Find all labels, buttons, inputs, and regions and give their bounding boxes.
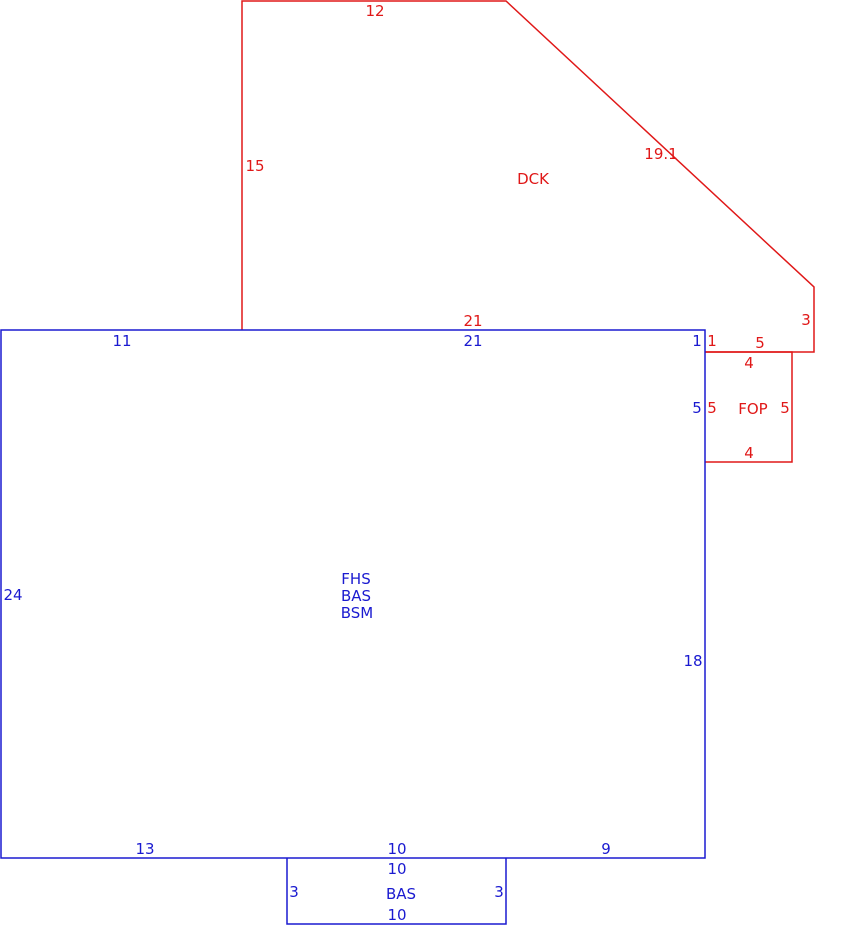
main-dim-left: 24 [3, 586, 22, 604]
porch-outline [705, 351, 793, 463]
main-dim-top-right: 21 [463, 332, 482, 350]
deck-area-code: DCK [517, 170, 550, 188]
main-dim-right: 18 [683, 652, 702, 670]
deck-dim-left: 15 [245, 157, 264, 175]
main-dim-bottom-mid: 10 [387, 840, 406, 858]
main-structure-outline [0, 329, 706, 859]
deck-dim-top: 12 [365, 2, 384, 20]
porch-dim-left: 5 [707, 399, 717, 417]
bump-dim-bottom: 10 [387, 906, 406, 924]
porch-dim-top: 4 [744, 354, 754, 372]
bump-dim-left: 3 [289, 883, 299, 901]
bump-dim-top: 10 [387, 860, 406, 878]
deck-dim-diagonal: 19.1 [644, 145, 677, 163]
main-area-code-2: BAS [341, 587, 371, 605]
deck-dim-right: 3 [801, 311, 811, 329]
deck-dim-step: 5 [755, 334, 765, 352]
bump-area-code: BAS [386, 885, 416, 903]
main-dim-right-short: 1 [692, 332, 702, 350]
main-dim-bottom-left: 13 [135, 840, 154, 858]
porch-area-code: FOP [738, 400, 767, 418]
main-dim-right-porch: 5 [692, 399, 702, 417]
bump-out-outline [286, 858, 507, 925]
bump-dim-right: 3 [494, 883, 504, 901]
main-area-code-3: BSM [341, 604, 374, 622]
deck-dim-short: 1 [707, 332, 717, 350]
main-area-code-1: FHS [341, 570, 370, 588]
porch-dim-bottom: 4 [744, 444, 754, 462]
deck-outline [241, 0, 815, 353]
main-dim-top-left: 11 [112, 332, 131, 350]
main-dim-bottom-right: 9 [601, 840, 611, 858]
porch-dim-right: 5 [780, 399, 790, 417]
deck-dim-bottom: 21 [463, 312, 482, 330]
